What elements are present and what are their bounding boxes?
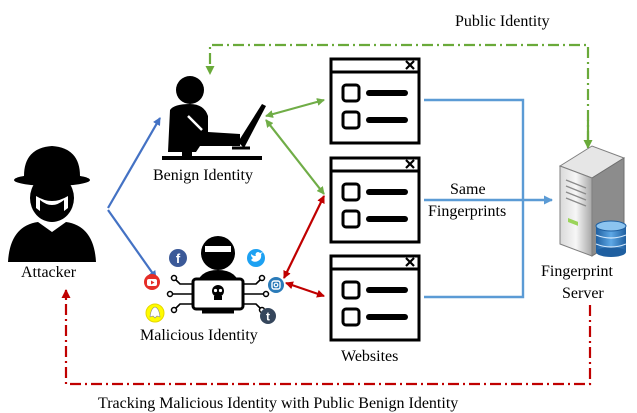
malicious-website2-link [283, 195, 325, 279]
tracking-label: Tracking Malicious Identity with Public … [98, 395, 458, 412]
benign-website1-link [265, 98, 325, 118]
instagram-icon [268, 277, 284, 293]
public-identity-label: Public Identity [455, 13, 550, 30]
attacker-benign-link [107, 117, 161, 209]
close-icon [405, 257, 415, 267]
svg-text:f: f [176, 251, 181, 266]
public-identity-link [205, 43, 590, 142]
snapchat-icon [145, 303, 165, 323]
website-window-2 [329, 156, 421, 244]
facebook-icon: f [169, 249, 187, 267]
attacker-malicious-link [107, 209, 157, 279]
database-icon [595, 220, 627, 257]
skull-icon [212, 285, 224, 300]
website-window-1 [329, 57, 421, 145]
close-icon [405, 60, 415, 70]
website3-server-link [424, 200, 525, 299]
attacker-label: Attacker [21, 264, 77, 281]
websites-label: Websites [341, 348, 398, 365]
benign-website2-link [265, 119, 325, 195]
website1-server-link [424, 98, 525, 200]
close-icon [405, 159, 415, 169]
hacker-icon [166, 236, 270, 314]
website-window-3 [329, 254, 421, 342]
fingerprint-label: Fingerprint [541, 263, 614, 280]
benign-user-icon [162, 76, 266, 160]
fingerprints-label: Fingerprints [428, 203, 506, 220]
twitter-icon [247, 249, 265, 267]
tracking-link [61, 289, 592, 386]
server-label: Server [562, 285, 604, 302]
same-label: Same [450, 181, 486, 198]
youtube-icon [144, 274, 160, 290]
malicious-identity-label: Malicious Identity [140, 327, 258, 344]
benign-identity-label: Benign Identity [153, 167, 253, 184]
tumblr-icon: t [260, 308, 276, 324]
svg-text:t: t [266, 310, 270, 324]
attacker-icon [8, 146, 96, 262]
malicious-website3-link [285, 281, 325, 298]
